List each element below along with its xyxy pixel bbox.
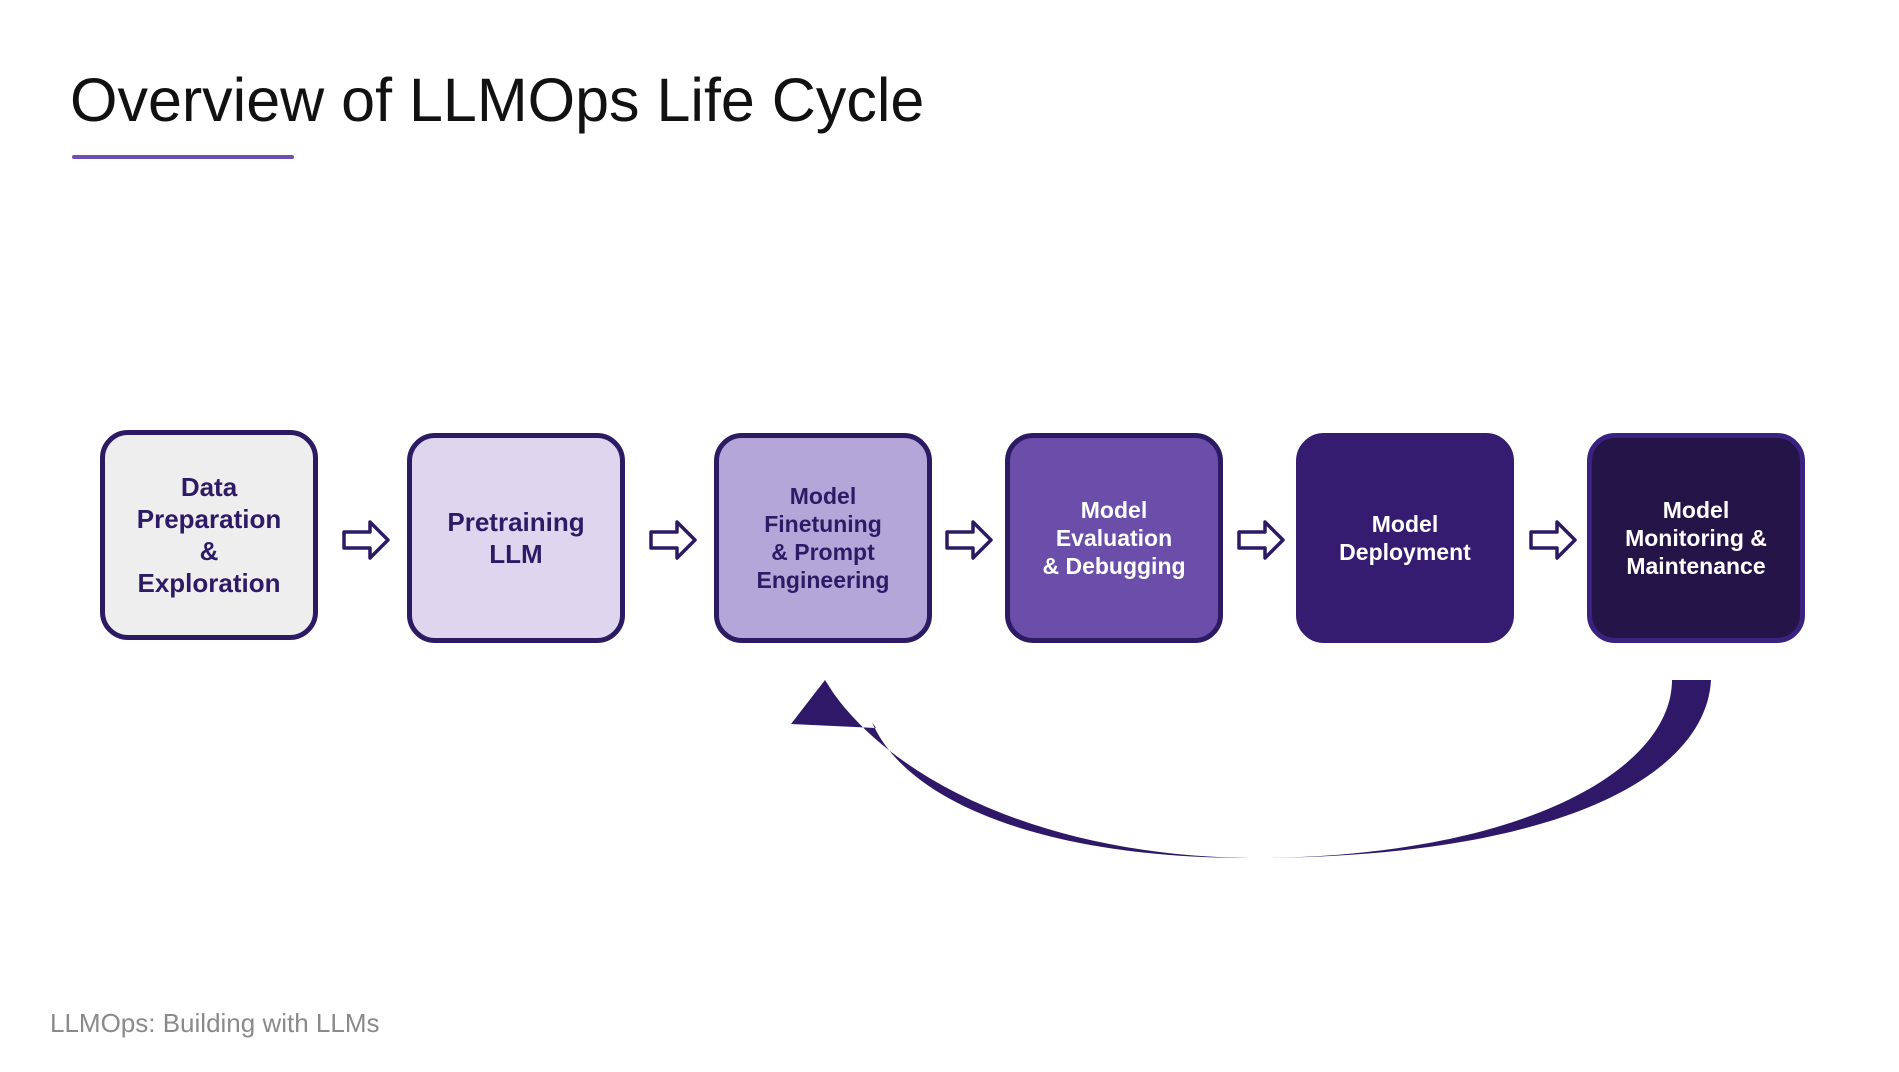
slide-footer: LLMOps: Building with LLMs [50,1008,380,1038]
stage-deployment: Model Deployment [1296,433,1514,643]
flow-arrow-2-icon [649,520,697,560]
stage-monitoring: Model Monitoring & Maintenance [1587,433,1805,643]
flow-arrow-3-icon [945,520,993,560]
stage-label: Model Deployment [1339,511,1471,565]
flow-arrow-1-icon [342,520,390,560]
stage-evaluation: Model Evaluation & Debugging [1005,433,1223,643]
flow-arrow-4-icon [1237,520,1285,560]
stage-pretraining: Pretraining LLM [407,433,625,643]
stage-label: Model Finetuning & Prompt Engineering [756,483,890,593]
stage-label: Model Evaluation & Debugging [1042,497,1186,579]
stage-label: Pretraining LLM [447,507,585,569]
feedback-loop-arrow-icon [791,680,1711,858]
stage-finetuning: Model Finetuning & Prompt Engineering [714,433,932,643]
title-underline [72,155,294,159]
stage-data-preparation: Data Preparation & Exploration [100,430,318,640]
flow-arrow-5-icon [1529,520,1577,560]
stage-label: Data Preparation & Exploration [136,472,282,598]
slide-title: Overview of LLMOps Life Cycle [70,66,925,134]
stage-label: Model Monitoring & Maintenance [1625,497,1767,579]
